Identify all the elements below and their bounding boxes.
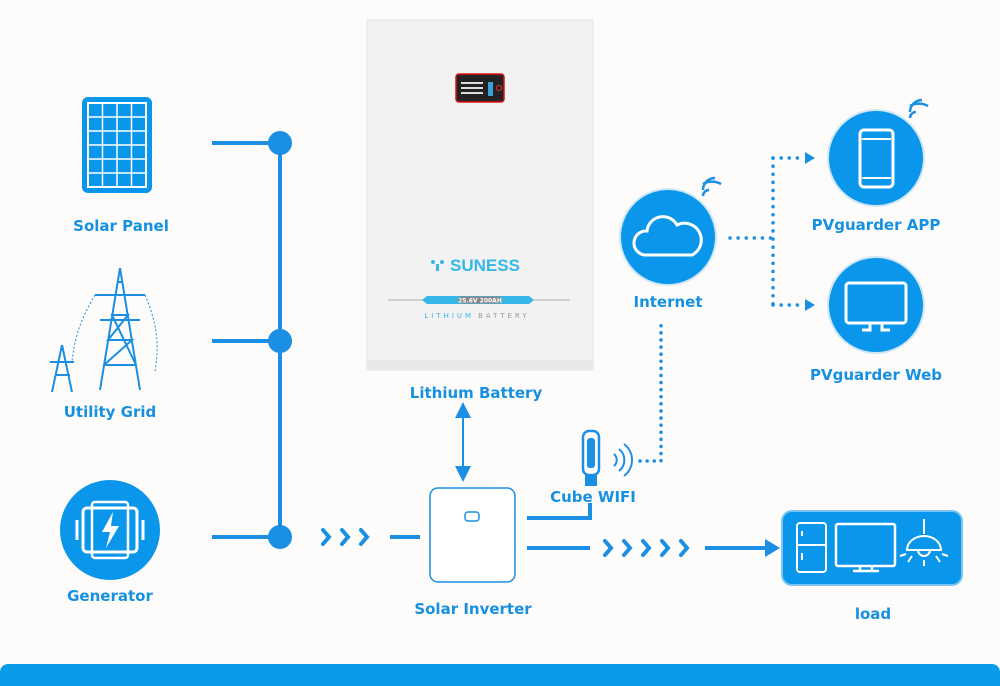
inverter-output-lines xyxy=(527,503,765,550)
bottom-bar xyxy=(0,664,1000,686)
cube-wifi-label: Cube WIFI xyxy=(550,488,636,506)
internet-app-links xyxy=(728,156,802,307)
monitor-icon xyxy=(834,522,897,573)
generator-icon xyxy=(60,480,160,580)
load-label: load xyxy=(855,605,891,623)
transmission-tower-icon xyxy=(50,267,158,393)
bus-junctions xyxy=(268,131,292,549)
monitor-icon xyxy=(827,256,925,354)
arrow-to-load-icon xyxy=(765,539,780,557)
app-label: PVguarder APP xyxy=(812,216,941,234)
solar-panel-label: Solar Panel xyxy=(73,217,169,235)
wifi-signal-icon xyxy=(908,98,929,119)
smartphone-icon xyxy=(827,109,925,207)
chevrons-to-inverter xyxy=(321,528,370,546)
web-label: PVguarder Web xyxy=(810,366,942,384)
utility-grid-label: Utility Grid xyxy=(64,403,157,421)
wifi-signal-icon xyxy=(701,176,722,197)
arrow-to-web-icon xyxy=(805,299,815,311)
solar-inverter-label: Solar Inverter xyxy=(414,600,532,618)
lithium-battery-label: Lithium Battery xyxy=(410,384,543,402)
chevrons-to-load xyxy=(603,539,690,557)
wifi-internet-link xyxy=(638,320,663,463)
lamp-icon xyxy=(899,519,949,566)
solar-panel-icon xyxy=(82,97,152,193)
load-appliances-icon xyxy=(781,510,963,586)
internet-label: Internet xyxy=(633,293,702,311)
battery-spec: 25.6V 200AH xyxy=(458,298,502,305)
battery-brand: SUNESS xyxy=(450,256,520,275)
refrigerator-icon xyxy=(796,522,827,573)
cloud-icon xyxy=(619,188,717,286)
arrow-to-app-icon xyxy=(805,152,815,164)
generator-label: Generator xyxy=(67,587,153,605)
solar-inverter-icon xyxy=(429,487,516,583)
cube-wifi-device-icon xyxy=(581,429,601,486)
suness-logo-icon xyxy=(431,260,444,271)
wifi-signal-icon xyxy=(613,443,633,477)
